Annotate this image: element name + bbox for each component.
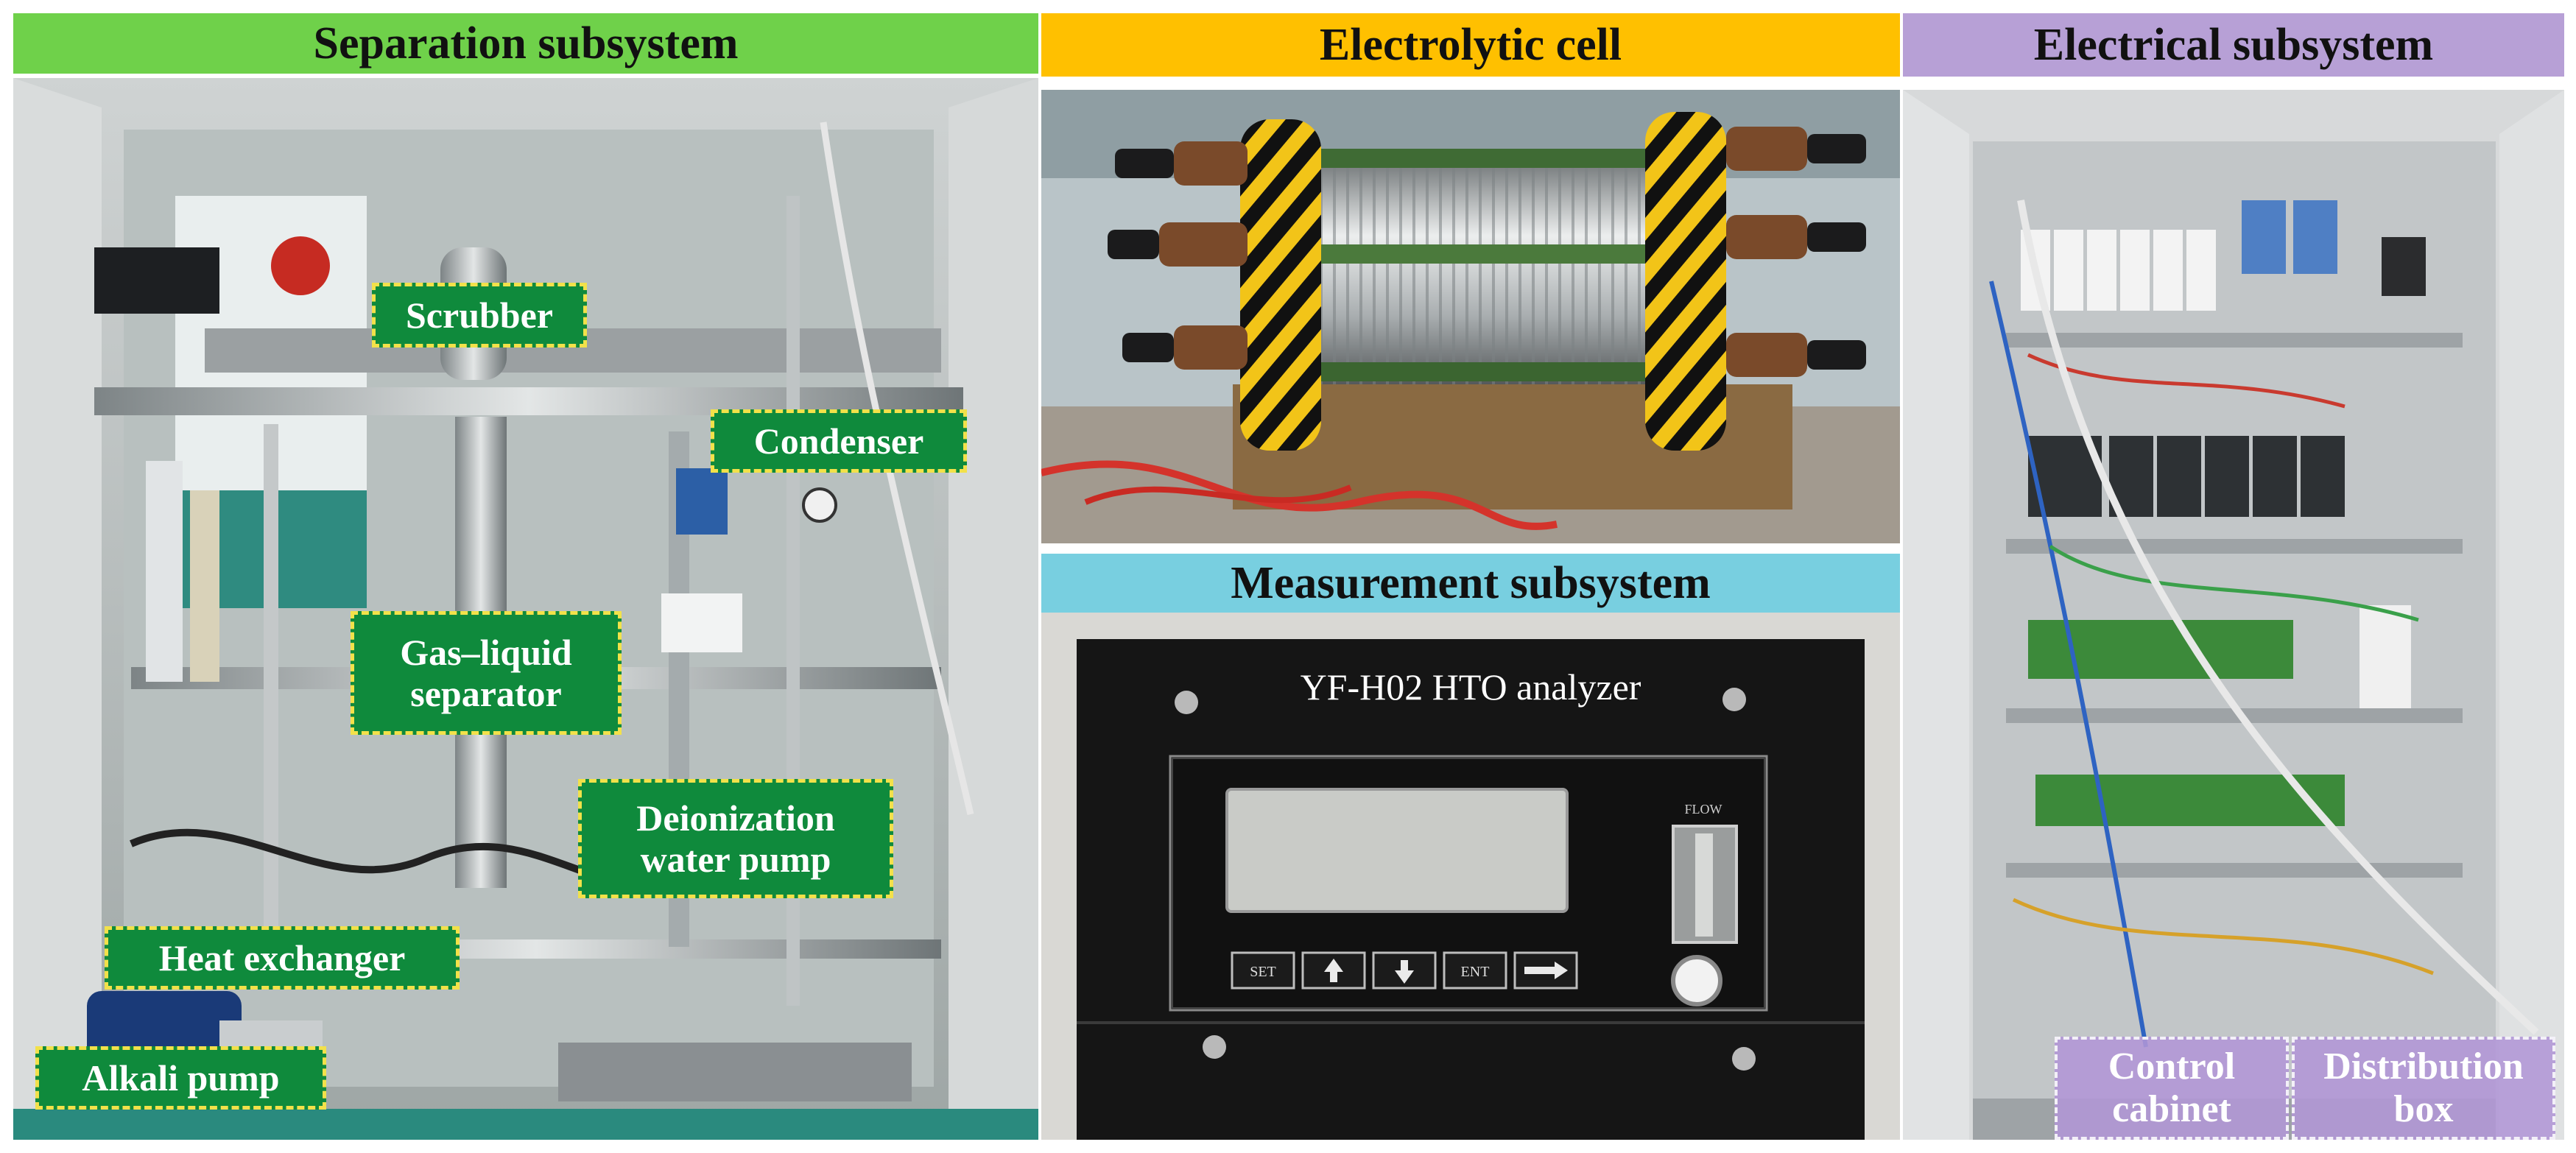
arrow-right-icon (1524, 962, 1568, 979)
measurement-photo-illustration: YF-H02 HTO analyzer FLOW SET (1041, 613, 1900, 1140)
key-ent[interactable]: ENT (1443, 951, 1507, 990)
electrolytic-panel: Electrolytic cell (1041, 13, 1900, 543)
alkali-pump-label: Alkali pump (35, 1046, 326, 1110)
control-cabinet-label: Control cabinet (2055, 1037, 2289, 1140)
electrolytic-photo (1041, 90, 1900, 543)
condenser-label: Condenser (711, 409, 967, 473)
flow-knob[interactable] (1671, 955, 1722, 1006)
arrow-up-icon (1324, 959, 1343, 982)
lcd-display (1225, 788, 1569, 913)
separation-panel: Separation subsystem (13, 13, 1038, 1140)
electrical-header: Electrical subsystem (1903, 13, 2564, 77)
electrical-photo (1903, 90, 2564, 1140)
key-ent-label: ENT (1461, 964, 1490, 980)
analyzer-title: YF-H02 HTO analyzer (1301, 666, 1641, 708)
key-set-label: SET (1250, 964, 1276, 980)
arrow-down-icon (1395, 960, 1414, 984)
electrolytic-header: Electrolytic cell (1041, 13, 1900, 77)
key-right[interactable] (1513, 951, 1578, 990)
scrubber-label: Scrubber (372, 283, 587, 348)
separation-photo-illustration (13, 78, 1038, 1140)
measurement-header: Measurement subsystem (1041, 554, 1900, 613)
deionization-water-pump-label: Deionization water pump (578, 779, 893, 898)
measurement-panel: Measurement subsystem YF-H02 HTO analyze… (1041, 554, 1900, 1140)
key-up[interactable] (1301, 951, 1366, 990)
distribution-box-label: Distribution box (2292, 1037, 2555, 1140)
electrical-panel: Electrical subsystem (1903, 13, 2564, 1140)
heat-exchanger-label: Heat exchanger (105, 926, 460, 990)
flow-label: FLOW (1685, 802, 1722, 817)
key-down[interactable] (1372, 951, 1437, 990)
key-set[interactable]: SET (1231, 951, 1295, 990)
electrical-photo-illustration (1903, 90, 2564, 1140)
separation-photo (13, 78, 1038, 1140)
gas-liquid-separator-label: Gas–liquid separator (351, 611, 622, 735)
electrolytic-photo-illustration (1041, 90, 1900, 543)
measurement-photo: YF-H02 HTO analyzer FLOW SET (1041, 613, 1900, 1140)
separation-header: Separation subsystem (13, 13, 1038, 74)
